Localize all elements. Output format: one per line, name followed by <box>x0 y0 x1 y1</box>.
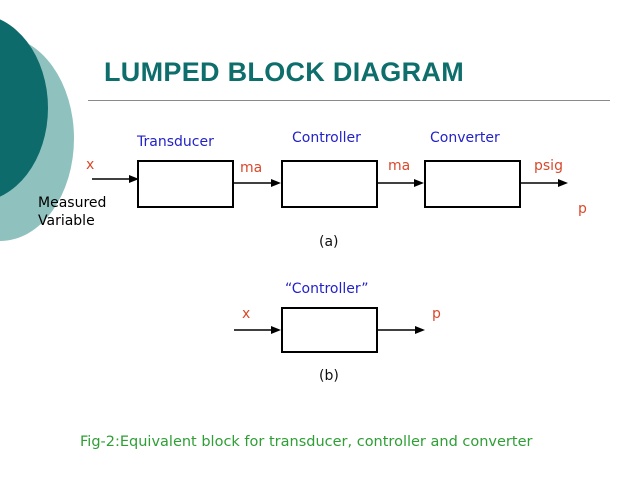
measured-variable-note-line2: Variable <box>38 213 95 229</box>
arrow-transducer-to-controller <box>234 177 281 189</box>
measured-variable-note-line1: Measured <box>38 195 107 211</box>
arrow-controller-to-converter <box>378 177 424 189</box>
block-label-converter: Converter <box>430 130 500 146</box>
input-signal-label-x: x <box>86 157 95 173</box>
block-transducer <box>137 160 234 208</box>
block-label-transducer: Transducer <box>137 134 214 150</box>
input-signal-label-x-b: x <box>242 306 251 322</box>
block-label-controller-equivalent: “Controller” <box>285 281 369 297</box>
arrow-controller-equivalent-output <box>378 324 425 336</box>
signal-label-psig: psig <box>534 158 563 174</box>
sublabel-a: (a) <box>319 234 339 250</box>
signal-label-ma-2: ma <box>388 158 411 174</box>
page-title: LUMPED BLOCK DIAGRAM <box>104 57 464 87</box>
sublabel-b: (b) <box>319 368 339 384</box>
signal-label-ma-1: ma <box>240 160 263 176</box>
block-label-controller: Controller <box>292 130 361 146</box>
arrow-input-to-transducer <box>92 173 139 185</box>
block-controller <box>281 160 378 208</box>
output-signal-label-p: p <box>578 201 587 217</box>
block-controller-equivalent <box>281 307 378 353</box>
figure-caption: Fig-2:Equivalent block for transducer, c… <box>80 434 533 450</box>
arrow-input-to-controller-equivalent <box>234 324 281 336</box>
output-signal-label-p-b: p <box>432 306 441 322</box>
title-divider <box>88 100 610 101</box>
arrow-converter-output <box>521 177 568 189</box>
block-converter <box>424 160 521 208</box>
